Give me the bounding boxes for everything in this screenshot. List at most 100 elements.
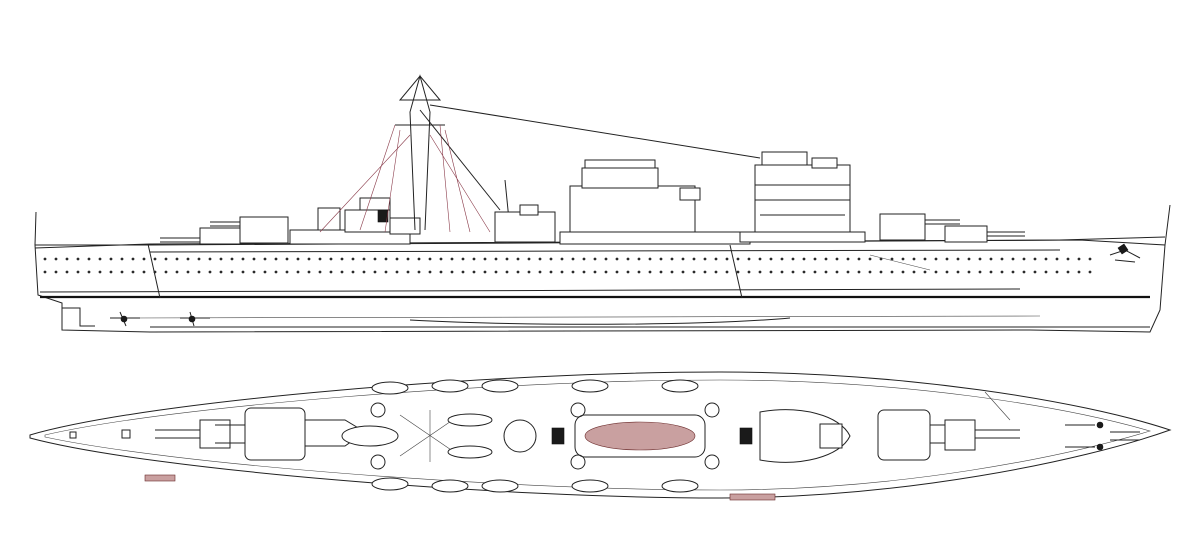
porthole [384,270,388,274]
porthole [945,270,949,274]
porthole [835,270,839,274]
porthole [362,270,366,274]
porthole [1000,270,1004,274]
porthole [978,270,982,274]
porthole [791,257,795,261]
porthole [527,257,531,261]
porthole [329,270,333,274]
porthole [516,270,520,274]
bridge-tower [739,151,866,243]
side-profile-view [34,74,1171,333]
porthole [593,257,597,261]
porthole [538,257,542,261]
porthole [76,270,80,274]
porthole [857,270,861,274]
porthole [98,270,102,274]
porthole [373,270,377,274]
porthole [1022,270,1026,274]
porthole [1077,257,1081,261]
porthole [65,257,69,261]
porthole [747,270,751,274]
porthole [274,257,278,261]
porthole [54,257,58,261]
porthole [142,270,146,274]
porthole [802,257,806,261]
porthole [692,270,696,274]
porthole [109,257,113,261]
porthole [428,270,432,274]
porthole [175,257,179,261]
porthole [164,270,168,274]
porthole [131,270,135,274]
porthole [406,257,410,261]
porthole [186,257,190,261]
porthole [1088,270,1092,274]
porthole [318,257,322,261]
porthole [109,270,113,274]
anchor-gear [1109,243,1141,263]
porthole [637,270,641,274]
porthole [1033,257,1037,261]
porthole [890,257,894,261]
porthole [1066,257,1070,261]
porthole [637,257,641,261]
porthole [549,257,553,261]
porthole [252,270,256,274]
porthole [824,257,828,261]
porthole [1066,270,1070,274]
porthole [1044,257,1048,261]
porthole [956,270,960,274]
porthole [835,257,839,261]
porthole [461,257,465,261]
porthole [1077,270,1081,274]
porthole [945,257,949,261]
porthole [901,270,905,274]
porthole [659,257,663,261]
porthole [1022,257,1026,261]
main-mast [395,74,761,231]
porthole [285,270,289,274]
porthole [813,257,817,261]
porthole [813,270,817,274]
porthole [714,257,718,261]
porthole [120,270,124,274]
porthole [582,270,586,274]
porthole [703,270,707,274]
porthole [692,257,696,261]
porthole [1033,270,1037,274]
porthole [285,257,289,261]
porthole [560,257,564,261]
porthole [769,270,773,274]
porthole [791,270,795,274]
porthole [582,257,586,261]
portholes [43,257,1092,274]
porthole [329,257,333,261]
porthole [725,257,729,261]
porthole [87,270,91,274]
porthole [571,270,575,274]
porthole [98,257,102,261]
porthole [967,257,971,261]
porthole [857,257,861,261]
aft-deckhouse-plan [304,402,399,470]
porthole [879,270,883,274]
porthole [153,257,157,261]
porthole [186,270,190,274]
top-plan-view [29,371,1172,501]
hull-diagonal [869,254,931,271]
porthole [318,270,322,274]
porthole [615,270,619,274]
porthole [1011,257,1015,261]
forward-turret-1 [879,213,960,241]
porthole [43,257,47,261]
porthole [395,257,399,261]
porthole [230,257,234,261]
aft-turret-1 [160,227,243,245]
porthole [483,257,487,261]
porthole [76,257,80,261]
porthole [1000,257,1004,261]
porthole [340,270,344,274]
porthole [648,257,652,261]
porthole [406,270,410,274]
porthole [626,257,630,261]
